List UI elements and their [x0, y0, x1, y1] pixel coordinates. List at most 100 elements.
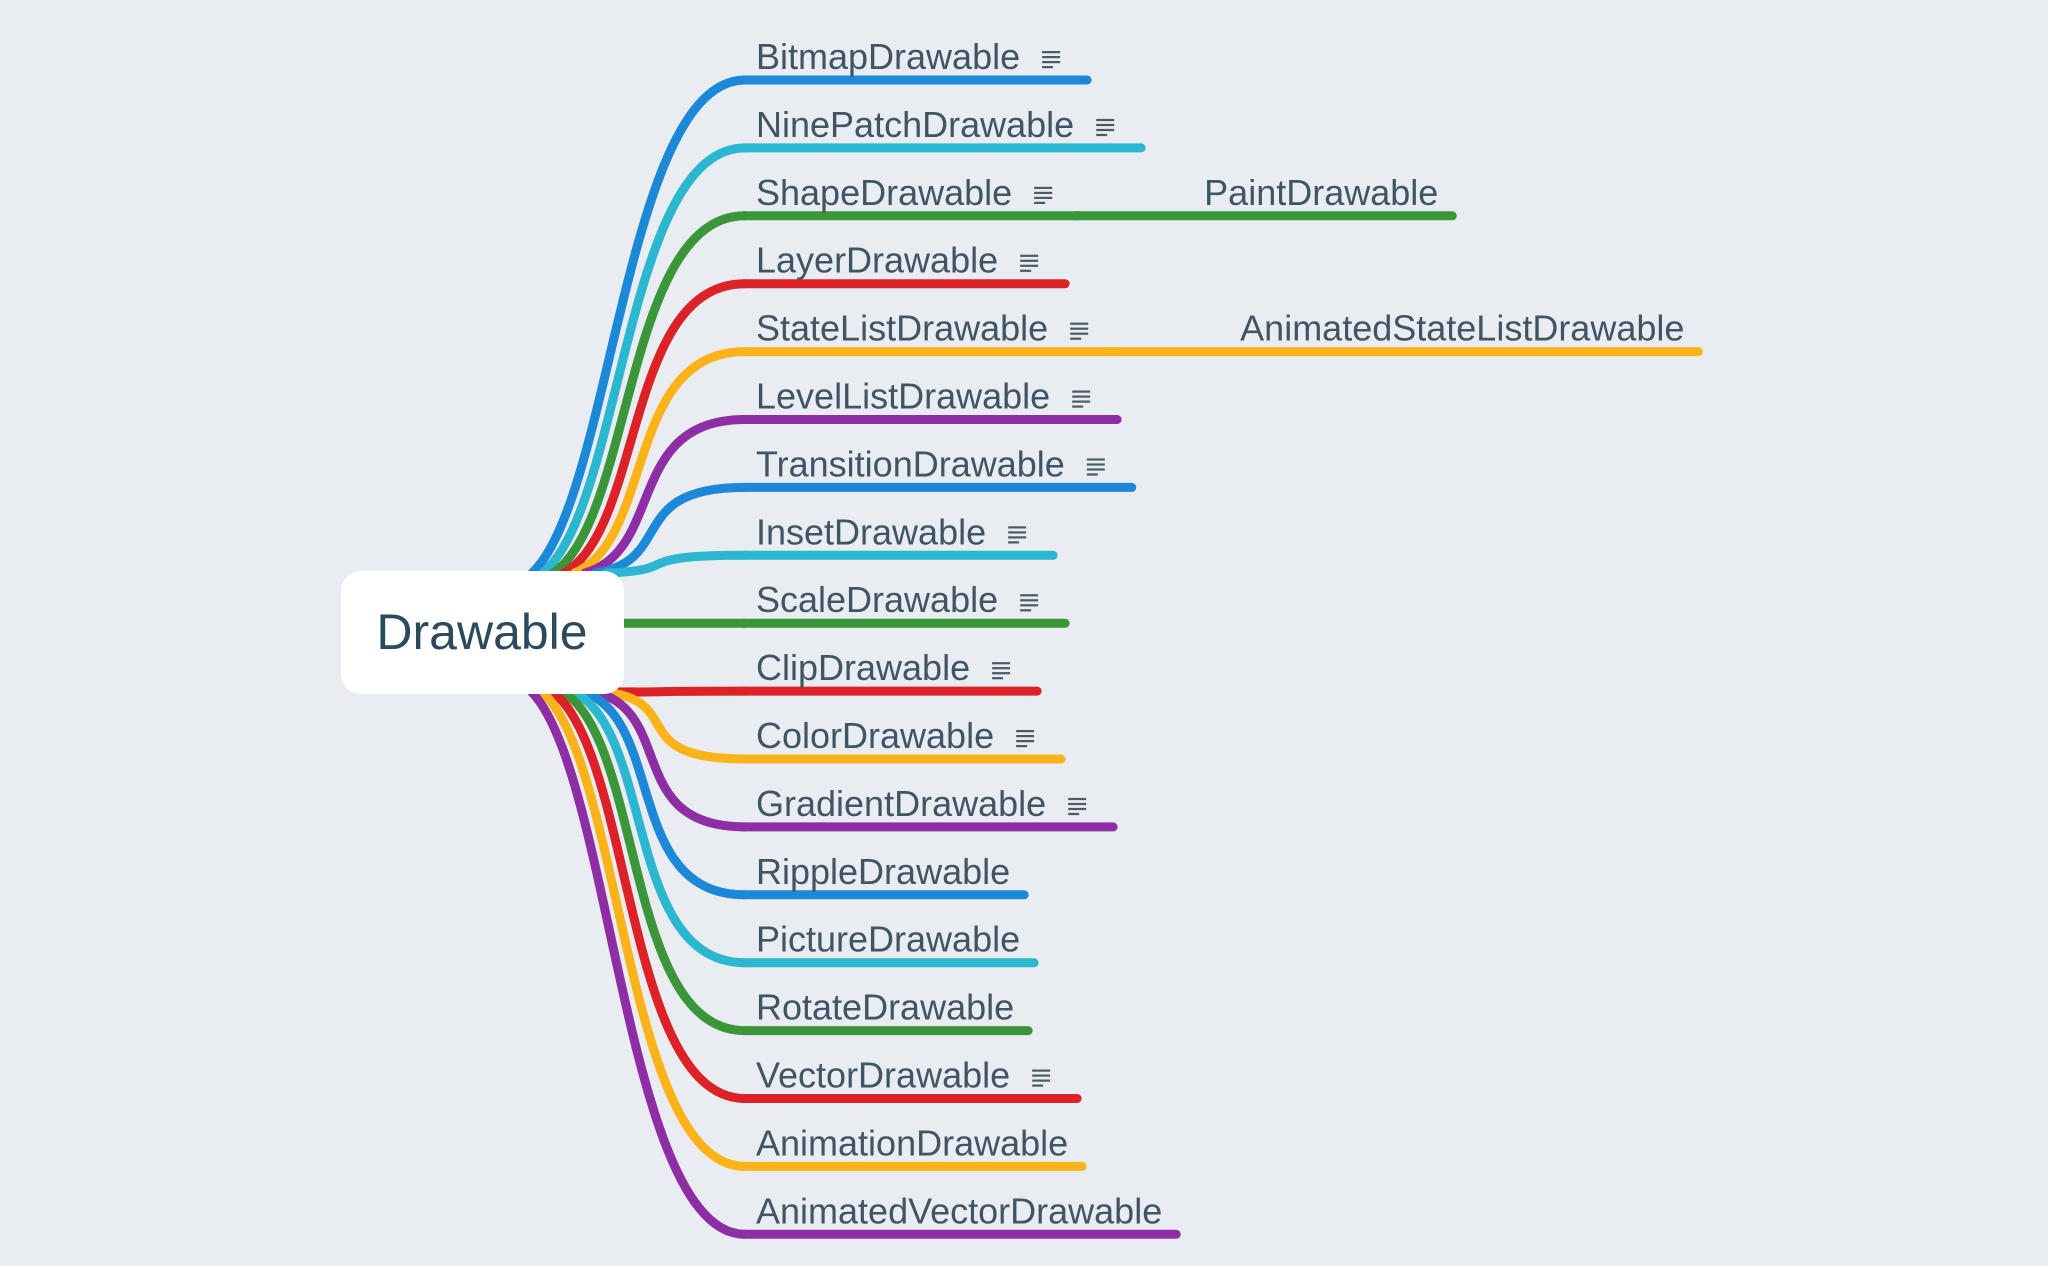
note-icon-line: [1032, 1074, 1051, 1077]
note-icon-line: [1068, 812, 1080, 816]
note-icon-line: [992, 672, 1011, 675]
note-icon-line: [1042, 61, 1061, 64]
root-node-box: [341, 571, 624, 694]
note-icon-line: [1070, 332, 1089, 335]
note-icon-line: [1016, 740, 1035, 743]
note-icon[interactable]: [1020, 254, 1039, 272]
note-icon-line: [1096, 123, 1115, 127]
branch-label: InsetDrawable: [756, 511, 986, 552]
note-icon[interactable]: [1034, 186, 1053, 204]
note-icon[interactable]: [1086, 458, 1105, 476]
branch-clipdrawable[interactable]: ClipDrawable: [738, 647, 1042, 696]
child-label[interactable]: PaintDrawable: [1204, 172, 1438, 213]
note-icon-line: [1070, 337, 1082, 340]
connector-animationdrawable: [537, 687, 750, 1171]
note-icon-line: [1032, 1084, 1044, 1087]
note-icon-line: [1020, 269, 1032, 272]
branch-animationdrawable[interactable]: AnimationDrawable: [738, 1122, 1087, 1171]
note-icon[interactable]: [1032, 1069, 1051, 1087]
branch-label: StateListDrawable: [756, 308, 1048, 349]
connector-shapedrawable: [548, 211, 750, 578]
note-icon-line: [1042, 56, 1061, 59]
note-icon-line: [1086, 473, 1098, 476]
note-icon[interactable]: [1096, 118, 1115, 137]
note-icon[interactable]: [992, 662, 1011, 680]
branch-label: ScaleDrawable: [756, 579, 998, 620]
child-label[interactable]: AnimatedStateListDrawable: [1240, 308, 1684, 349]
note-icon[interactable]: [1016, 730, 1035, 748]
note-icon-line: [1008, 536, 1027, 539]
branch-label: PictureDrawable: [756, 919, 1020, 960]
connector-levellistdrawable: [580, 415, 750, 578]
branch-animatedvectordrawable[interactable]: AnimatedVectorDrawable: [738, 1190, 1181, 1239]
branch-layer: BitmapDrawableNinePatchDrawableShapeDraw…: [738, 36, 1703, 1239]
branch-rippledrawable[interactable]: RippleDrawable: [738, 851, 1029, 900]
connector-ninepatchdrawable: [538, 143, 750, 578]
note-icon[interactable]: [1068, 797, 1087, 816]
note-icon-line: [1086, 463, 1105, 466]
branch-picturedrawable[interactable]: PictureDrawable: [738, 919, 1039, 968]
branch-levellistdrawable[interactable]: LevelListDrawable: [738, 376, 1122, 424]
branch-colordrawable[interactable]: ColorDrawable: [738, 715, 1066, 764]
note-icon-line: [1096, 128, 1115, 132]
note-icon[interactable]: [1072, 390, 1091, 408]
connector-insetdrawable: [601, 550, 750, 578]
note-icon-line: [1086, 468, 1105, 471]
note-icon-line: [1020, 594, 1039, 597]
branch-bitmapdrawable[interactable]: BitmapDrawable: [738, 36, 1092, 85]
note-icon-line: [1034, 201, 1046, 204]
note-icon[interactable]: [1042, 51, 1061, 69]
note-icon-line: [1042, 51, 1061, 54]
branch-label: ColorDrawable: [756, 715, 994, 756]
branch-vectordrawable[interactable]: VectorDrawable: [738, 1055, 1082, 1103]
connector-vectordrawable: [548, 687, 750, 1103]
note-icon-line: [1072, 400, 1091, 403]
branch-transitiondrawable[interactable]: TransitionDrawable: [738, 443, 1137, 492]
note-icon-line: [1072, 395, 1091, 398]
note-icon-line: [1020, 264, 1039, 267]
branch-insetdrawable[interactable]: InsetDrawable: [738, 511, 1058, 560]
note-icon-line: [1016, 735, 1035, 738]
note-icon-line: [1020, 599, 1039, 602]
branch-label: NinePatchDrawable: [756, 104, 1074, 145]
branch-label: AnimatedVectorDrawable: [756, 1190, 1162, 1231]
note-icon-line: [1008, 541, 1020, 544]
note-icon[interactable]: [1070, 322, 1089, 340]
connector-transitiondrawable: [591, 482, 750, 578]
note-icon-line: [1020, 259, 1039, 262]
note-icon[interactable]: [1020, 594, 1039, 612]
note-icon-line: [992, 667, 1011, 670]
note-icon-line: [1020, 604, 1039, 607]
branch-label: RotateDrawable: [756, 987, 1014, 1028]
branch-layerdrawable[interactable]: LayerDrawable: [738, 240, 1070, 289]
note-icon-line: [1068, 802, 1087, 806]
connector-layer: [527, 75, 750, 1239]
branch-ninepatchdrawable[interactable]: NinePatchDrawable: [738, 104, 1146, 153]
connector-colordrawable: [601, 687, 750, 764]
branch-label: AnimationDrawable: [756, 1122, 1068, 1163]
branch-label: RippleDrawable: [756, 851, 1010, 892]
root-node[interactable]: Drawable: [341, 571, 624, 694]
note-icon-line: [1032, 1069, 1051, 1072]
connector-gradientdrawable: [590, 687, 750, 832]
connector-bitmapdrawable: [527, 75, 750, 578]
branch-scaledrawable[interactable]: ScaleDrawable: [738, 579, 1070, 628]
branch-label: GradientDrawable: [756, 783, 1046, 824]
note-icon[interactable]: [1008, 526, 1027, 544]
note-icon-line: [1020, 609, 1032, 612]
note-icon-line: [1042, 66, 1054, 69]
connector-clipdrawable: [612, 686, 750, 697]
connector-statelistdrawable: [569, 347, 750, 578]
note-icon-line: [992, 677, 1004, 680]
note-icon-line: [1070, 322, 1089, 325]
note-icon-line: [1072, 405, 1084, 408]
note-icon-line: [1096, 118, 1115, 122]
note-icon-line: [1008, 531, 1027, 534]
branch-gradientdrawable[interactable]: GradientDrawable: [738, 783, 1118, 832]
branch-label: TransitionDrawable: [756, 443, 1065, 484]
branch-statelistdrawable[interactable]: StateListDrawable AnimatedStateListDrawab…: [738, 308, 1703, 357]
note-icon-line: [1072, 390, 1091, 393]
branch-rotatedrawable[interactable]: RotateDrawable: [738, 987, 1033, 1036]
note-icon-line: [1096, 133, 1108, 137]
